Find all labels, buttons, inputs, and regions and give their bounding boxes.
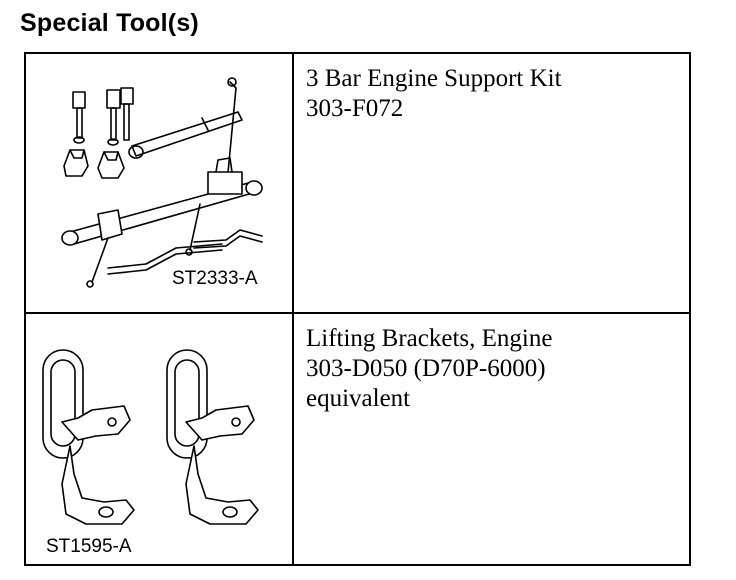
engine-support-kit-illustration: [61, 77, 263, 288]
tool-description: 3 Bar Engine Support Kit 303-F072: [306, 64, 676, 124]
tool-name: 3 Bar Engine Support Kit: [306, 65, 562, 92]
left-bracket: [42, 349, 135, 525]
tool-name: Lifting Brackets, Engine: [306, 325, 553, 352]
support-feet: [63, 149, 125, 179]
tool-number: 303-D050 (D70P-6000): [306, 355, 546, 382]
image-code: ST2333-A: [172, 268, 258, 289]
tool-description: Lifting Brackets, Engine 303-D050 (D70P-…: [306, 324, 676, 414]
special-tools-table: ST2333-A 3 Bar Engine Support Kit 303-F0…: [24, 52, 691, 566]
tool-image-cell: ST2333-A: [26, 54, 294, 312]
support-posts: [72, 87, 134, 146]
lifting-brackets-illustration: [42, 349, 259, 525]
tool-row: ST2333-A 3 Bar Engine Support Kit 303-F0…: [26, 54, 689, 314]
hook-brackets: [107, 229, 263, 275]
tool-number: 303-F072: [306, 95, 404, 122]
tool-note: equivalent: [306, 385, 411, 412]
image-code: ST1595-A: [46, 536, 132, 557]
right-bracket: [166, 349, 259, 525]
tool-row: ST1595-A Lifting Brackets, Engine 303-D0…: [26, 314, 689, 564]
tool-image-cell: ST1595-A: [26, 314, 294, 564]
page-title: Special Tool(s): [20, 9, 199, 37]
main-bar: [61, 157, 263, 288]
upper-bar: [128, 77, 243, 195]
